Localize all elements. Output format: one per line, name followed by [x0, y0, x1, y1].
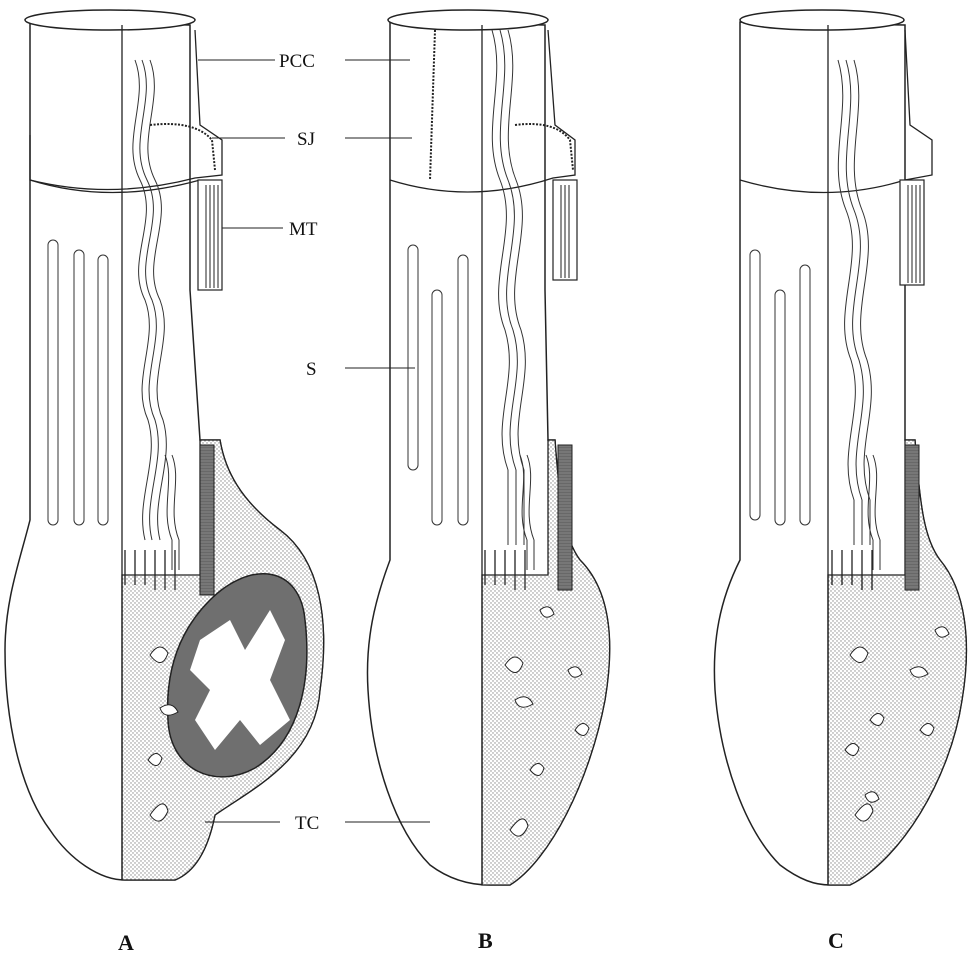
cell-a-rod — [200, 445, 214, 595]
cell-a — [5, 10, 324, 880]
cell-b — [367, 10, 609, 885]
label-tc: TC — [295, 813, 319, 834]
cell-a-top — [25, 10, 195, 30]
cell-b-rod — [558, 445, 572, 590]
label-s: S — [306, 359, 317, 380]
cell-b-microtubules — [553, 180, 577, 280]
panel-label-a: A — [118, 930, 134, 955]
cell-c-microtubules — [900, 180, 924, 285]
cell-a-microtubules — [198, 180, 222, 290]
cell-c-rod — [905, 445, 919, 590]
label-mt: MT — [289, 219, 318, 240]
panel-label-b: B — [478, 928, 493, 953]
label-sj: SJ — [297, 129, 315, 150]
label-pcc: PCC — [279, 51, 315, 72]
panel-label-c: C — [828, 928, 844, 953]
cell-c — [714, 10, 966, 885]
